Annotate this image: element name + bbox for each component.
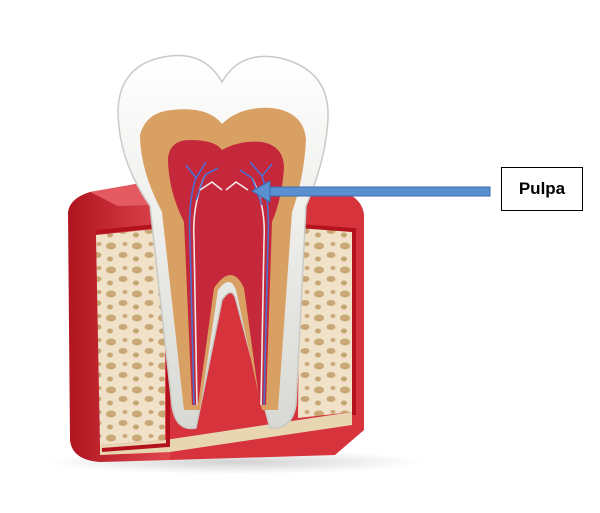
nerves-and-vessels [185, 161, 273, 406]
pulp-chamber [168, 140, 284, 405]
bone-section [95, 222, 356, 455]
pulpa-label: Pulpa [501, 167, 583, 211]
pointer-arrow [251, 180, 491, 203]
